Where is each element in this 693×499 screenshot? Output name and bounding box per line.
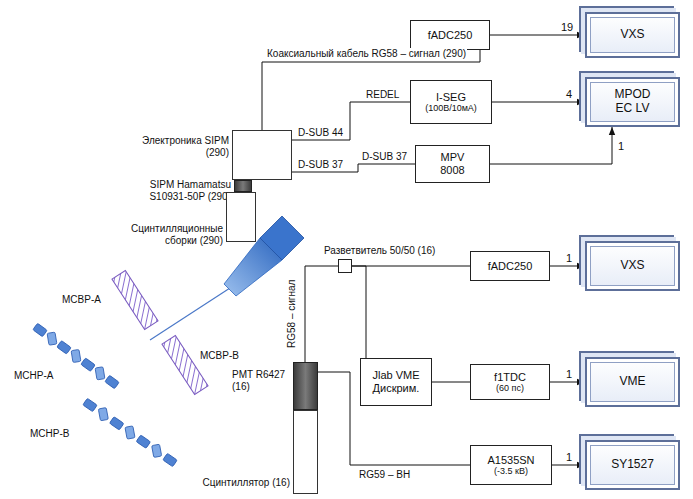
module-box: f1TDC(60 пс) — [470, 364, 550, 400]
node-label: (100В/10мА) — [425, 103, 477, 113]
connector — [432, 382, 470, 383]
connector — [292, 102, 410, 140]
part-label: MCHP-B — [30, 428, 69, 440]
crate-box: SY1527 — [585, 440, 680, 490]
module-box: fADC250 — [410, 20, 490, 50]
chain-link — [71, 349, 81, 362]
side-label: Электроника SIPM (290) — [139, 135, 229, 159]
module-box: Jlab VME Дискрим. — [360, 358, 432, 406]
connector — [492, 102, 585, 103]
connector — [490, 127, 612, 164]
chain-link — [33, 323, 47, 337]
node-label: f1TDC — [494, 371, 526, 384]
chain-link — [57, 341, 71, 355]
cable-label: RG58 – сигнал — [286, 279, 298, 349]
cable-label: D-SUB 44 — [297, 127, 344, 139]
channel-count: 19 — [560, 21, 574, 34]
connector — [490, 35, 585, 36]
node-label: Jlab VME Дискрим. — [367, 369, 425, 394]
electronics-box: Электроника SIPM (290) — [232, 130, 292, 180]
chain-link — [125, 426, 135, 439]
cable-label: RG59 – ВН — [358, 469, 411, 481]
node-label: MPV 8008 — [435, 151, 471, 176]
channel-count: 1 — [617, 140, 625, 153]
connector — [552, 465, 585, 466]
module-box: fADC250 — [470, 251, 550, 281]
mchp-chains — [33, 323, 177, 466]
part-label: MCBP-A — [62, 294, 101, 306]
side-label: SIPM Hamamatsu S10931-50P (290) — [145, 179, 231, 203]
side-label: PMT R6427 (16) — [232, 369, 290, 393]
chain-link — [83, 398, 97, 411]
channel-count: 4 — [565, 88, 573, 101]
chain-link — [47, 332, 57, 345]
sipm-block: SIPM Hamamatsu S10931-50P (290) — [234, 180, 252, 192]
node-label: I-SEG — [436, 91, 466, 104]
crate-box: MPOD EC LV — [585, 77, 680, 127]
beam-line — [150, 288, 230, 340]
node-label: (-3.5 кВ) — [494, 466, 528, 476]
connector — [550, 266, 585, 267]
chain-link — [105, 375, 119, 389]
chain-link — [98, 408, 108, 421]
channel-count: 1 — [565, 252, 573, 265]
chain-link — [109, 417, 123, 430]
chain-link — [95, 367, 105, 380]
cable-label: D-SUB 37 — [297, 159, 344, 171]
side-label: Сцинтиллятор (16) — [180, 477, 290, 489]
cable-label: Коаксиальный кабель RG58 – сигнал (290) — [266, 48, 467, 60]
side-label: Разветвитель 50/50 (16) — [324, 245, 494, 257]
node-label: MPOD EC LV — [608, 88, 658, 116]
connector — [305, 266, 338, 362]
part-label: MCHP-A — [14, 370, 53, 382]
connector — [352, 266, 470, 267]
connector — [352, 266, 366, 358]
part-label: MCBP-B — [200, 350, 239, 362]
scintillator-block: Сцинтилляционные сборки (290) — [226, 192, 256, 242]
crate-box: VME — [585, 357, 680, 407]
node-label: (60 пс) — [496, 383, 524, 393]
chain-link — [152, 444, 162, 457]
pmt-block: PMT R6427 (16) — [293, 362, 318, 410]
node-label: SY1527 — [611, 458, 654, 472]
crate-box: VXS — [585, 241, 680, 291]
node-label: fADC250 — [428, 29, 473, 42]
chain-link — [81, 358, 95, 372]
chain-link — [163, 453, 177, 466]
module-box: I-SEG(100В/10мА) — [410, 80, 492, 124]
node-label: A1535SN — [487, 454, 534, 467]
connector — [550, 382, 585, 383]
mcbp-b-bar — [162, 335, 208, 394]
channel-count: 1 — [565, 451, 573, 464]
node-label: VXS — [620, 28, 644, 42]
module-box: MPV 8008 — [415, 145, 490, 183]
chain-link — [136, 435, 150, 448]
scintillator-block: Сцинтиллятор (16) — [293, 410, 318, 494]
cable-label: REDEL — [366, 89, 399, 101]
splitter-box: Разветвитель 50/50 (16) — [338, 259, 352, 273]
detector-face — [260, 216, 304, 260]
channel-count: 1 — [565, 368, 573, 381]
side-label: Сцинтилляционные сборки (290) — [131, 223, 223, 247]
node-label: VME — [619, 375, 645, 389]
module-box: A1535SN(-3.5 кВ) — [470, 445, 552, 485]
node-label: fADC250 — [488, 260, 533, 273]
node-label: VXS — [620, 259, 644, 273]
cable-label: D-SUB 37 — [362, 151, 407, 163]
mcbp-a-bar — [112, 270, 158, 329]
crate-box: VXS — [585, 12, 680, 58]
